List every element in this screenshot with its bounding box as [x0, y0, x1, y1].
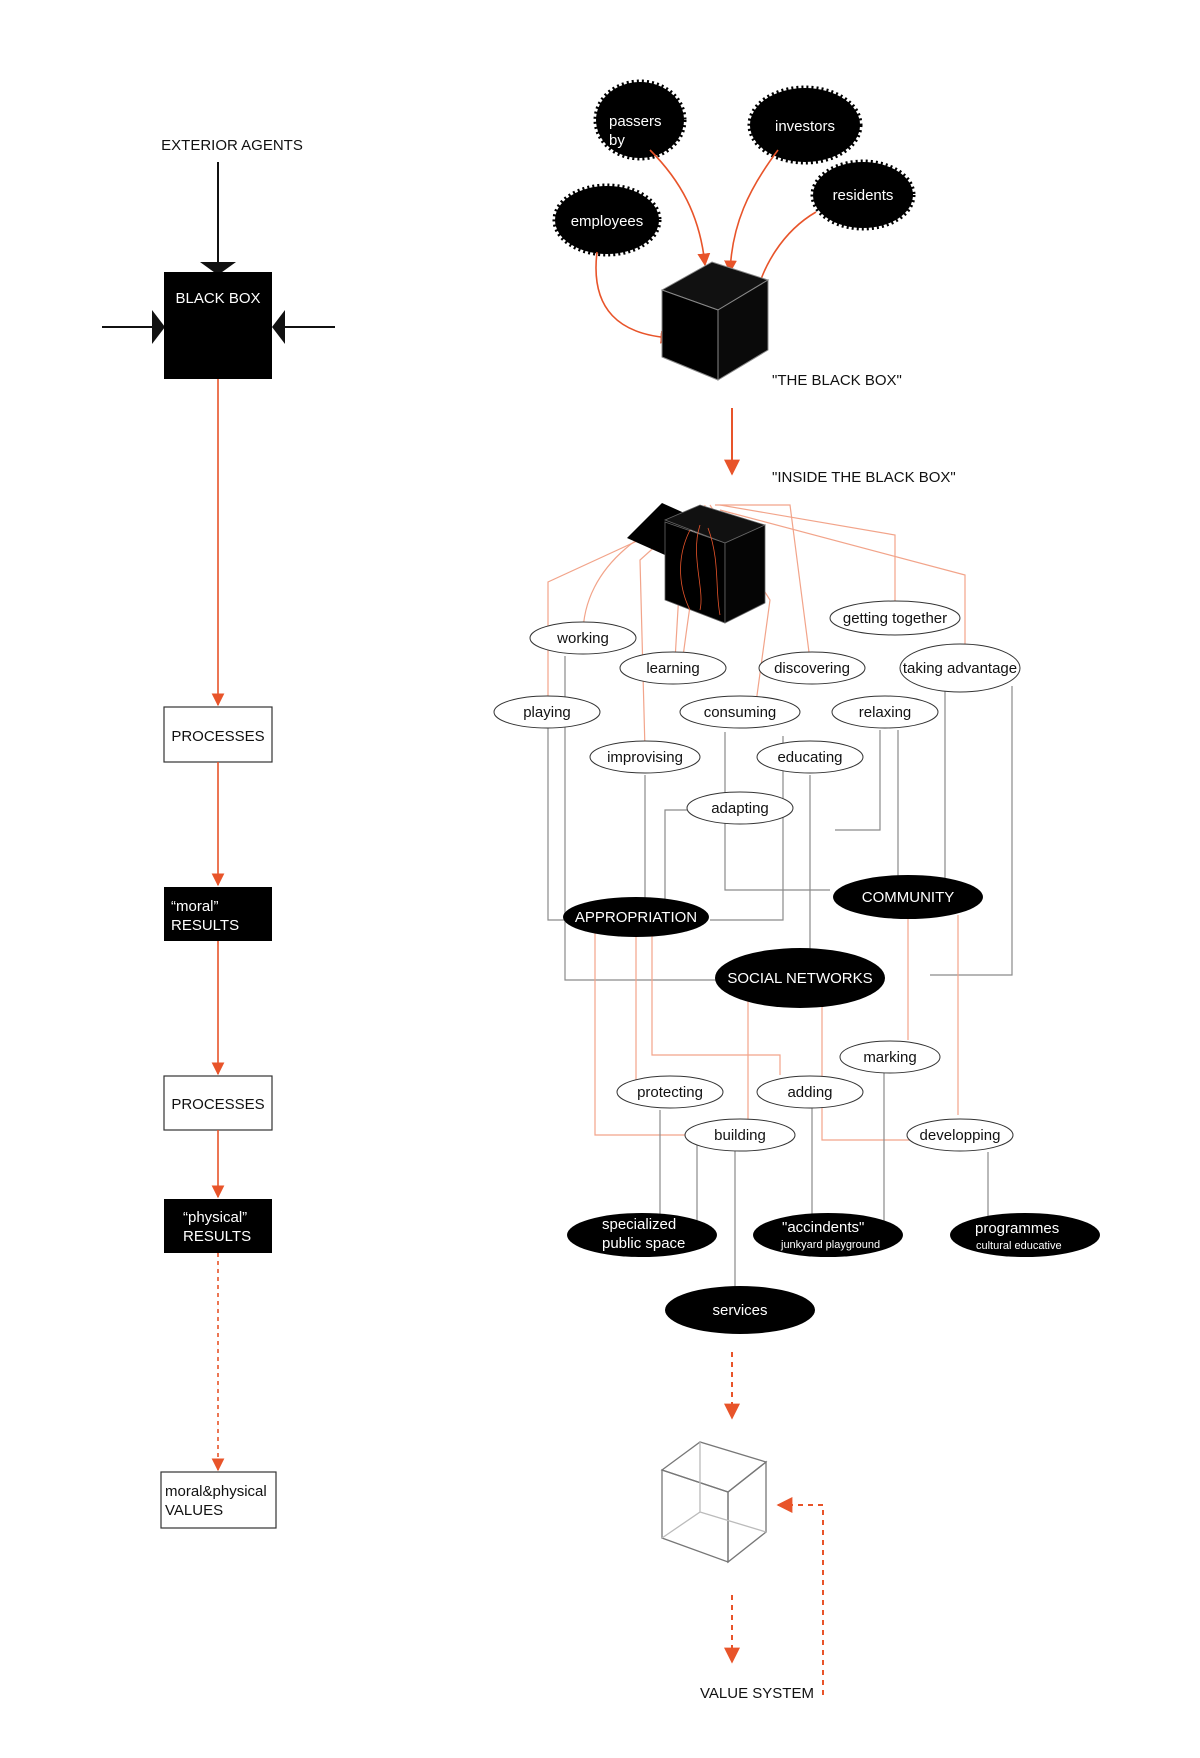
values-line1: moral&physical: [165, 1483, 267, 1500]
svg-text:getting together: getting together: [843, 610, 947, 627]
values-line2: VALUES: [165, 1502, 223, 1519]
node-marking: marking: [839, 1040, 941, 1074]
node-relaxing: relaxing: [831, 695, 939, 729]
left-flowchart: EXTERIOR AGENTS BLACK BOX PROCESSES “mor…: [102, 137, 335, 1529]
node-getting-together: getting together: [829, 600, 961, 636]
outcome-services: services: [665, 1286, 815, 1334]
svg-text:junkyard playground: junkyard playground: [780, 1239, 880, 1251]
svg-text:playing: playing: [523, 704, 571, 721]
node-taking-advantage: taking advantage: [899, 643, 1021, 693]
value-system-label: VALUE SYSTEM: [700, 1685, 814, 1702]
svg-text:COMMUNITY: COMMUNITY: [862, 889, 955, 906]
node-building: building: [684, 1118, 796, 1152]
svg-text:adding: adding: [787, 1084, 832, 1101]
physical-results-line1: “physical”: [183, 1209, 247, 1226]
svg-text:public space: public space: [602, 1235, 685, 1252]
activity-nodes: working getting together learning discov…: [493, 600, 1021, 825]
node-adapting: adapting: [686, 791, 794, 825]
processes-box-2: [163, 1075, 273, 1131]
node-discovering: discovering: [758, 651, 866, 685]
svg-text:specialized: specialized: [602, 1216, 676, 1233]
outcome-programmes: programmes cultural educative: [950, 1213, 1100, 1257]
svg-text:working: working: [556, 630, 609, 647]
arrow-passers-by: [649, 149, 711, 267]
outcome-accidents: "accindents" junkyard playground: [753, 1213, 903, 1257]
svg-text:adapting: adapting: [711, 800, 769, 817]
svg-text:discovering: discovering: [774, 660, 850, 677]
values-box: [160, 1471, 277, 1529]
arrowhead-top: [200, 262, 236, 275]
passers-by-line1: passers: [609, 113, 662, 130]
black-box-square: [164, 272, 272, 379]
feedback-loop-arrow: [776, 1497, 824, 1695]
black-cube: [660, 261, 770, 381]
processes-box-1: [163, 706, 273, 763]
svg-text:SOCIAL NETWORKS: SOCIAL NETWORKS: [727, 970, 872, 987]
residents-label: residents: [833, 187, 894, 204]
moral-results-line2: RESULTS: [171, 917, 239, 934]
cloud-employees: employees: [552, 183, 662, 257]
moral-results-line1: “moral”: [171, 898, 219, 915]
svg-text:consuming: consuming: [704, 704, 777, 721]
arrow-investors: [724, 149, 779, 274]
svg-text:protecting: protecting: [637, 1084, 703, 1101]
svg-text:learning: learning: [646, 660, 699, 677]
physical-results-line2: RESULTS: [183, 1228, 251, 1245]
node-developping: developping: [906, 1118, 1014, 1152]
node-working: working: [529, 621, 637, 655]
black-box-label: BLACK BOX: [175, 290, 260, 307]
connection-lines: [547, 504, 1013, 1290]
arrow-employees: [595, 251, 674, 344]
svg-text:improvising: improvising: [607, 749, 683, 766]
investors-label: investors: [775, 118, 835, 135]
moral-results-box: [164, 887, 272, 941]
svg-text:APPROPRIATION: APPROPRIATION: [575, 909, 697, 926]
passers-by-line2: by: [609, 132, 625, 149]
the-black-box-label: "THE BLACK BOX": [772, 372, 902, 389]
hub-nodes: COMMUNITY APPROPRIATION SOCIAL NETWORKS: [563, 875, 983, 1008]
svg-text:cultural educative: cultural educative: [976, 1240, 1062, 1252]
svg-text:marking: marking: [863, 1049, 916, 1066]
outcome-nodes: specialized public space "accindents" ju…: [567, 1213, 1100, 1334]
svg-text:educating: educating: [777, 749, 842, 766]
node-adding: adding: [756, 1075, 864, 1109]
svg-text:relaxing: relaxing: [859, 704, 912, 721]
node-improvising: improvising: [589, 740, 701, 774]
cloud-investors: investors: [747, 85, 863, 165]
processes-label-2: PROCESSES: [171, 1096, 264, 1113]
svg-text:taking advantage: taking advantage: [903, 660, 1017, 677]
svg-text:developping: developping: [920, 1127, 1001, 1144]
employees-label: employees: [571, 213, 644, 230]
action-nodes: marking protecting adding building devel…: [616, 1040, 1014, 1152]
node-educating: educating: [756, 740, 864, 774]
arrowhead-left: [152, 310, 165, 344]
processes-label-1: PROCESSES: [171, 728, 264, 745]
value-cube: [660, 1441, 768, 1564]
svg-text:building: building: [714, 1127, 766, 1144]
exterior-agents-label: EXTERIOR AGENTS: [161, 137, 303, 154]
svg-text:services: services: [712, 1302, 767, 1319]
hub-social-networks: SOCIAL NETWORKS: [715, 948, 885, 1008]
physical-results-box: [164, 1199, 272, 1253]
node-protecting: protecting: [616, 1075, 724, 1109]
cloud-residents: residents: [810, 159, 916, 231]
inside-the-black-box-label: "INSIDE THE BLACK BOX": [772, 469, 956, 486]
node-playing: playing: [493, 695, 601, 729]
svg-text:programmes: programmes: [975, 1220, 1059, 1237]
node-consuming: consuming: [679, 695, 801, 729]
agent-clouds: passers by investors residents employees: [552, 79, 916, 344]
cloud-passers-by: passers by: [593, 79, 687, 161]
hub-community: COMMUNITY: [833, 875, 983, 919]
node-learning: learning: [619, 651, 727, 685]
svg-text:"accindents": "accindents": [782, 1219, 864, 1236]
arrowhead-right: [272, 310, 285, 344]
open-black-box: [627, 503, 767, 624]
hub-appropriation: APPROPRIATION: [563, 897, 709, 937]
outcome-specialized-public-space: specialized public space: [567, 1213, 717, 1257]
